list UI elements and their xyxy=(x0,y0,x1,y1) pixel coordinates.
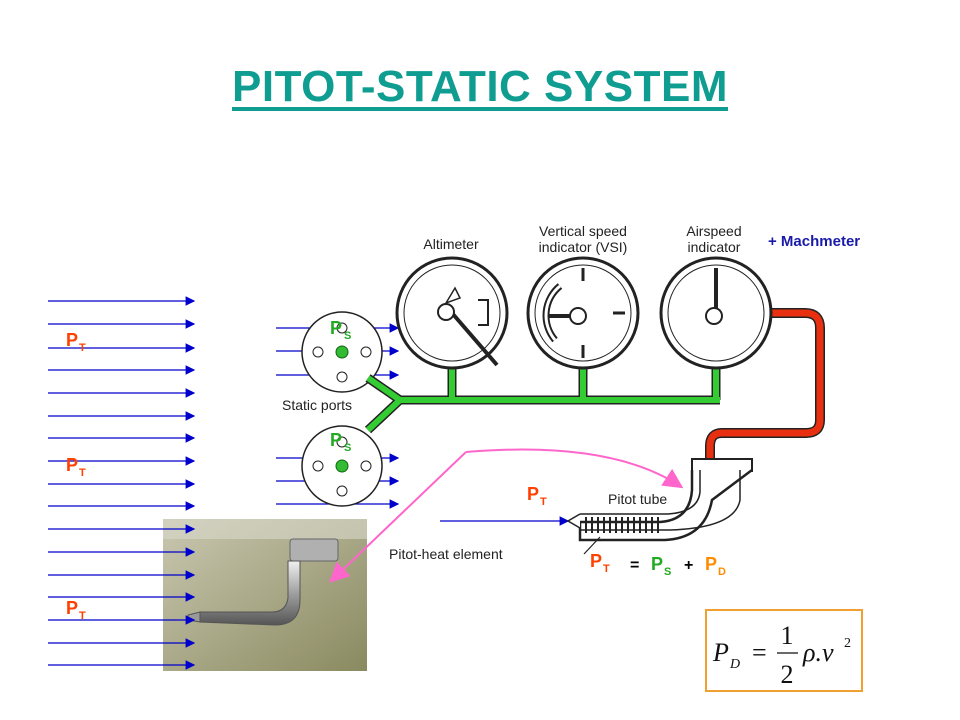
asi-label-line1: Airspeed xyxy=(686,223,741,239)
formula-numerator: 1 xyxy=(781,621,794,650)
pt-label-4: P T xyxy=(527,484,547,508)
pink-pointer-arrows xyxy=(329,448,684,583)
static-ports-label: Static ports xyxy=(282,397,352,413)
svg-text:P: P xyxy=(66,455,78,475)
svg-text:S: S xyxy=(344,442,351,454)
altimeter-label: Altimeter xyxy=(423,236,479,252)
dynamic-pressure-formula: P D = 1 2 ρ.v 2 xyxy=(705,609,863,692)
page-title: PITOT-STATIC SYSTEM xyxy=(232,62,728,111)
svg-text:T: T xyxy=(540,496,547,508)
svg-text:P: P xyxy=(66,330,78,350)
pitot-heat-label: Pitot-heat element xyxy=(389,546,503,562)
ps-label-2: P S xyxy=(330,430,351,454)
airspeed-gauge xyxy=(659,256,773,370)
formula-lhs-sub: D xyxy=(729,657,740,672)
static-port-upper xyxy=(301,311,383,393)
formula-svg: P D = 1 2 ρ.v 2 xyxy=(712,621,851,689)
svg-text:T: T xyxy=(79,610,86,622)
altimeter-gauge xyxy=(395,256,509,370)
svg-text:T: T xyxy=(79,467,86,479)
formula-exponent: 2 xyxy=(844,636,851,651)
ps-label-1: P S xyxy=(330,318,351,342)
svg-text:+: + xyxy=(684,557,693,574)
svg-text:P: P xyxy=(330,430,342,450)
static-port-lower xyxy=(301,425,383,507)
svg-text:P: P xyxy=(330,318,342,338)
pt-label-3: P T xyxy=(66,598,86,622)
svg-text:S: S xyxy=(344,330,351,342)
svg-text:T: T xyxy=(79,342,86,354)
machmeter-label: + Machmeter xyxy=(768,233,860,250)
pitot-pressure-line xyxy=(705,308,825,462)
vsi-label-line1: Vertical speed xyxy=(539,223,627,239)
airflow-arrows-overlay xyxy=(163,524,196,670)
svg-text:S: S xyxy=(664,566,671,578)
static-pressure-line-fill xyxy=(365,365,720,433)
formula-lhs: P xyxy=(712,638,729,667)
pressure-equation: P T = P S + P D xyxy=(590,551,726,578)
svg-text:D: D xyxy=(718,566,726,578)
pitot-tube-drawing xyxy=(566,458,753,555)
vsi-label-line2: indicator (VSI) xyxy=(539,239,628,255)
pt-label-1: P T xyxy=(66,330,86,354)
svg-text:=: = xyxy=(630,557,639,574)
pitot-tube-label: Pitot tube xyxy=(608,491,667,507)
svg-text:P: P xyxy=(651,554,663,574)
svg-text:P: P xyxy=(705,554,717,574)
svg-text:P: P xyxy=(527,484,539,504)
formula-eq: = xyxy=(752,638,767,667)
svg-text:P: P xyxy=(590,551,602,571)
formula-rho-v: ρ.v xyxy=(802,638,834,667)
pitot-tube-photo xyxy=(163,519,367,671)
svg-text:T: T xyxy=(603,563,610,575)
asi-label-line2: indicator xyxy=(688,239,741,255)
vsi-gauge xyxy=(526,256,640,370)
pt-label-2: P T xyxy=(66,455,86,479)
svg-text:P: P xyxy=(66,598,78,618)
formula-denominator: 2 xyxy=(781,660,794,689)
